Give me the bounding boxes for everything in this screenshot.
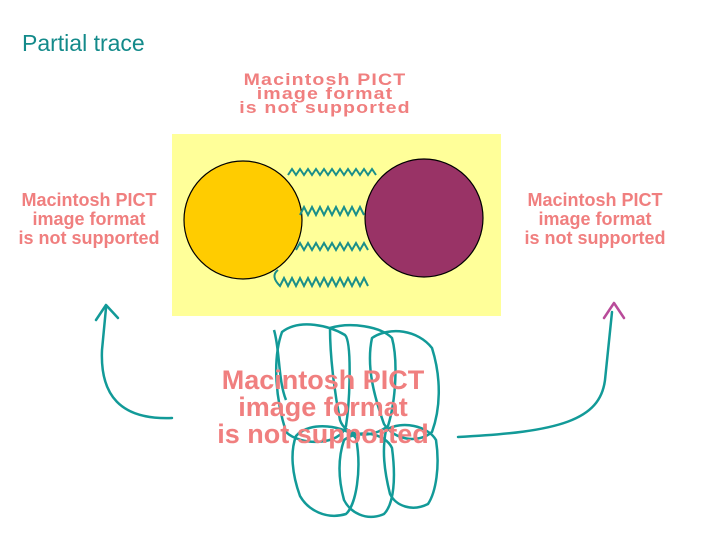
- squiggle-4: [273, 269, 369, 289]
- squiggle-1: [287, 167, 377, 177]
- pict-line-2: image format: [538, 208, 652, 229]
- slide-title: Partial trace: [22, 30, 145, 56]
- pict-placeholder-bottom: Macintosh PICT image format is not suppo…: [198, 367, 448, 448]
- pict-placeholder-top: Macintosh PICT image format is not suppo…: [187, 70, 463, 117]
- left-arrow: [94, 303, 174, 420]
- pict-placeholder-left: Macintosh PICT image format is not suppo…: [8, 191, 170, 248]
- pict-line-3: is not supported: [217, 419, 429, 449]
- partial-trace-scribble: [272, 323, 440, 519]
- pict-line-3: is not supported: [18, 227, 160, 248]
- right-arrow: [456, 301, 626, 439]
- left-arrow-head: [94, 303, 120, 322]
- pict-placeholder-right: Macintosh PICT image format is not suppo…: [513, 191, 677, 248]
- pict-line-1: Macintosh PICT: [243, 70, 407, 89]
- right-subsystem-circle: [364, 158, 484, 278]
- interaction-squiggles: [273, 167, 377, 289]
- pict-line-1: Macintosh PICT: [21, 190, 157, 210]
- squiggle-2: [299, 204, 365, 218]
- pict-line-2: image format: [32, 208, 146, 229]
- left-subsystem-circle: [183, 160, 303, 280]
- pict-line-2: image format: [256, 83, 394, 103]
- right-arrow-head: [602, 301, 626, 320]
- pict-line-3: is not supported: [239, 97, 411, 117]
- squiggle-3: [295, 240, 369, 253]
- pict-line-3: is not supported: [524, 227, 666, 248]
- pict-line-2: image format: [238, 392, 408, 422]
- pict-line-1: Macintosh PICT: [221, 365, 425, 395]
- pict-line-1: Macintosh PICT: [527, 190, 663, 210]
